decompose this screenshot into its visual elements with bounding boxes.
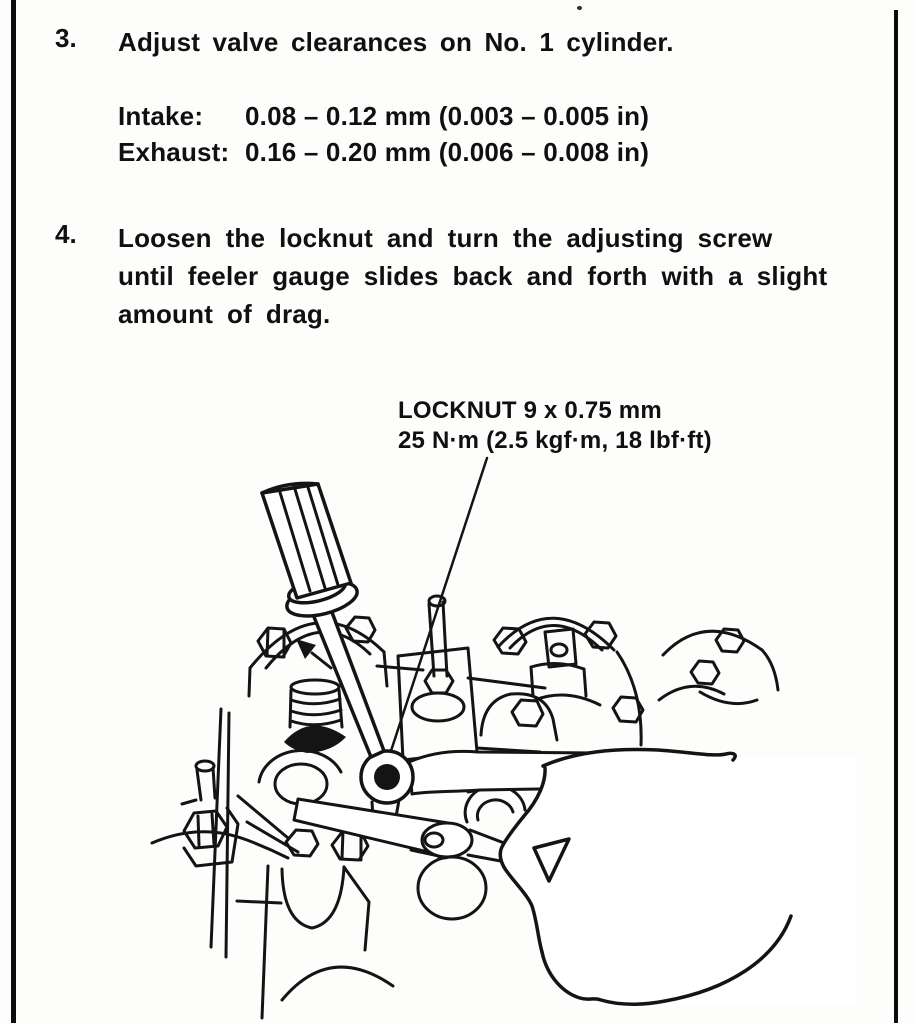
exhaust-label: Exhaust: [118,137,230,167]
spec-row-intake: Intake: 0.08 – 0.12 mm (0.003 – 0.005 in… [118,101,649,137]
hex-bolt-icon [344,615,377,644]
feeler-gauge [292,797,514,864]
scan-speck [577,6,582,10]
locknut-callout-line2: 25 N·m (2.5 kgf·m, 18 lbf·ft) [398,427,712,454]
intake-label: Intake: [118,101,204,131]
hex-bolt-icon [182,809,229,850]
hex-bolt-icon [583,620,618,650]
feeler-gauge-tip [532,837,571,883]
screwdriver [260,481,386,759]
hex-bolt-icon [689,659,721,686]
figure-valve-adjustment [150,456,856,1020]
step-3-text: Adjust valve clearances on No. 1 cylinde… [118,27,674,57]
hex-bolt-icon [510,698,545,728]
step-4-number: 4. [55,219,77,249]
valve-clearance-specs: Intake: 0.08 – 0.12 mm (0.003 – 0.005 in… [118,101,649,173]
hex-bolt-icon [714,627,746,654]
step-3-number: 3. [55,23,77,53]
step-4-text: Loosen the locknut and turn the adjustin… [118,223,828,329]
page-border-left [11,0,16,1023]
intake-value: 0.08 – 0.12 mm (0.003 – 0.005 in) [245,101,650,131]
hex-bolt-icon [611,695,645,724]
hex-bolt-icon [423,668,455,695]
locknut-callout: LOCKNUT 9 x 0.75 mm 25 N·m (2.5 kgf·m, 1… [398,396,712,456]
locknut-callout-line1: LOCKNUT 9 x 0.75 mm [398,397,662,424]
exhaust-value: 0.16 – 0.20 mm (0.006 – 0.008 in) [245,137,650,167]
direction-arrow-icon [296,639,333,670]
page-border-right [894,10,898,1023]
hand-fill [500,749,856,1005]
spec-row-exhaust: Exhaust: 0.16 – 0.20 mm (0.006 – 0.008 i… [118,137,649,173]
callout-leader-line [387,456,489,759]
hand-outline [498,747,793,1006]
hex-bolt-icon [284,828,320,858]
hex-bolt-icon [492,626,528,656]
